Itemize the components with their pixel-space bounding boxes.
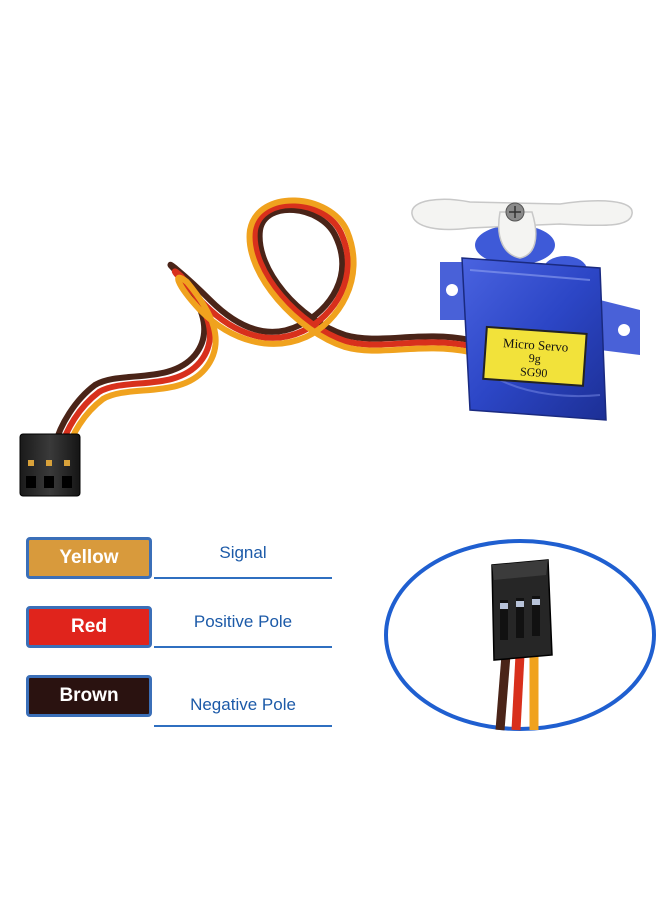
connector-closeup-inset bbox=[384, 539, 656, 731]
chip-yellow: Yellow bbox=[26, 537, 152, 579]
chip-brown: Brown bbox=[26, 675, 152, 717]
legend-row-red: Red Positive Pole bbox=[26, 606, 332, 654]
servo-label-line1: Micro Servo bbox=[503, 335, 569, 355]
servo-cable bbox=[52, 197, 473, 454]
legend-row-brown: Brown Negative Pole bbox=[26, 675, 332, 727]
servo-connector bbox=[19, 433, 81, 497]
servo-body: Micro Servo 9g SG90 bbox=[440, 225, 640, 421]
legend-desc-negative-pole: Negative Pole bbox=[190, 695, 296, 714]
legend-row-yellow: Yellow Signal bbox=[26, 537, 332, 585]
servo-label-line3: SG90 bbox=[520, 364, 548, 380]
legend-desc-signal: Signal bbox=[219, 543, 267, 562]
servo-horn bbox=[411, 198, 633, 259]
chip-red: Red bbox=[26, 606, 152, 648]
legend-desc-positive-pole: Positive Pole bbox=[193, 612, 293, 631]
servo-label-line2: 9g bbox=[528, 351, 541, 366]
servo-label: Micro Servo 9g SG90 bbox=[482, 325, 588, 387]
legend-underline bbox=[154, 577, 332, 579]
legend-underline bbox=[154, 725, 332, 727]
legend-underline bbox=[154, 646, 332, 648]
